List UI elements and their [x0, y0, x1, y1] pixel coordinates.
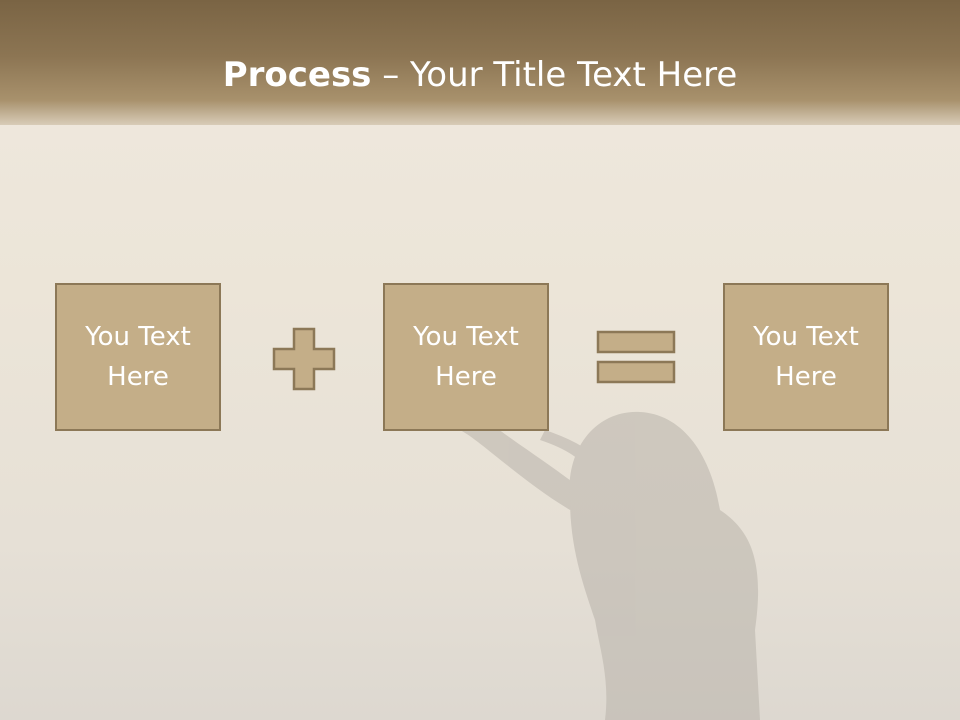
- title-bold: Process: [222, 55, 372, 95]
- process-box-2-text: You Text Here: [413, 322, 519, 392]
- title-rest: – Your Title Text Here: [371, 55, 738, 95]
- process-box-1-text: You Text Here: [85, 322, 191, 392]
- process-box-2: You Text Here: [383, 283, 549, 431]
- process-box-3-text: You Text Here: [753, 322, 859, 392]
- background-photo-silhouette: [460, 411, 760, 720]
- page-title: Process – Your Title Text Here: [0, 52, 960, 98]
- process-box-1: You Text Here: [55, 283, 221, 431]
- plus-icon: [272, 327, 336, 391]
- equals-icon: [596, 330, 676, 384]
- process-box-3: You Text Here: [723, 283, 889, 431]
- title-bar: [0, 0, 960, 125]
